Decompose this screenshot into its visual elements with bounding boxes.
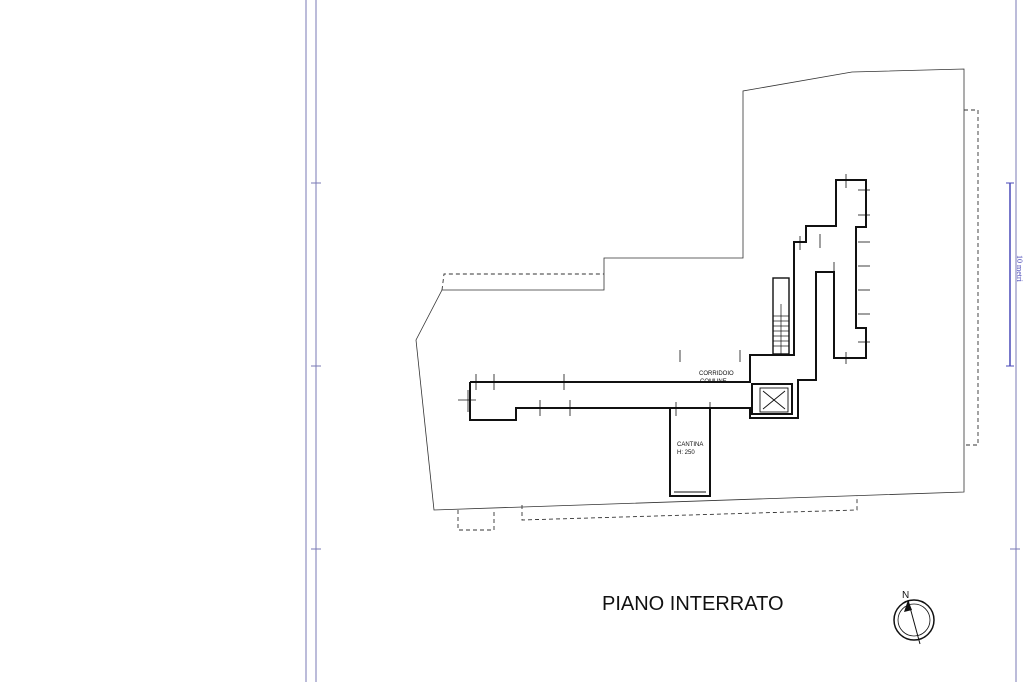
- wall-ticks: [458, 174, 870, 416]
- dashed-outlines: [441, 109, 979, 531]
- north-arrow-label: N: [902, 590, 909, 601]
- cellar-height-label: H: 250: [677, 450, 695, 456]
- cellar-label: CANTINA: [677, 442, 703, 448]
- corridor-label-line1: CORRIDOIO: [699, 371, 734, 377]
- lot-boundary: [415, 68, 965, 511]
- drawing-title: PIANO INTERRATO: [602, 593, 784, 615]
- staircase: [772, 277, 790, 355]
- north-arrow-icon: N: [893, 590, 935, 645]
- elevator-shaft: [759, 387, 789, 413]
- scale-bar: 10 metri: [1006, 182, 1024, 367]
- corridor-label-line2: COMUNE: [700, 379, 727, 385]
- scale-bar-label: 10 metri: [1015, 255, 1024, 283]
- sheet-border: [305, 0, 1020, 682]
- basement-walls: [469, 179, 867, 497]
